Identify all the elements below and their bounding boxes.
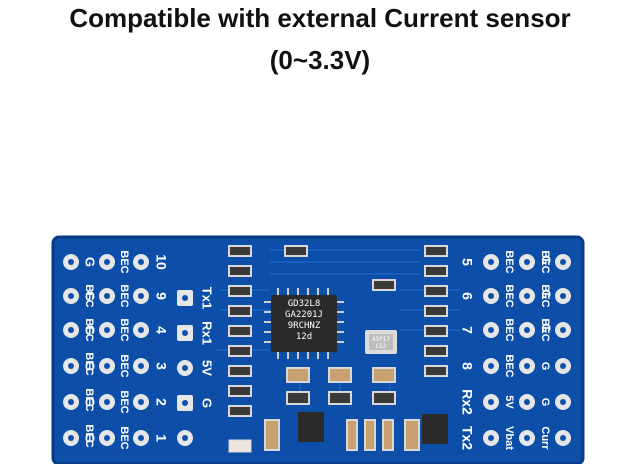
headline-line-1: Compatible with external Current sensor [69,3,571,33]
silkscreen-left-g-3: G [83,361,98,371]
silkscreen-left-bec2-0: BEC [83,284,95,307]
middle-square-pads [177,290,193,446]
pad-column-2 [99,254,115,446]
smd-resistors-right [372,245,448,377]
pad-column-3 [133,254,149,446]
mcu-chip-text-3: 12d [296,332,312,342]
silkscreen-left-bec2-3: BEC [83,388,95,411]
mcu-chip-text-2: 9RCHNZ [288,321,321,331]
silkscreen-right-col-b-0: BEC [539,250,551,273]
silkscreen-left-bec2-1: BEC [83,318,95,341]
silkscreen-right-col-a-4: 5V [503,395,515,409]
smd-resistors-left [228,245,308,453]
right-pad-column-2 [519,254,535,446]
mcu-chip-text-1: GA2201J [285,310,323,320]
silkscreen-left-channels-3: 3 [153,362,169,370]
silkscreen-left-bec2: BEC BEC BEC BEC BEC [83,284,95,447]
silkscreen-left-g-5: G [83,433,98,443]
silkscreen-left-g: G G G G G G [83,257,98,443]
silkscreen-right-col-a-0: BEC [503,250,515,273]
silkscreen-left-g-1: G [83,291,98,301]
sot-transistors [298,412,448,444]
silkscreen-left-channels-5: 1 [153,434,169,442]
mcu-chip [264,288,344,359]
silkscreen-right-col-c-0: G [539,255,553,264]
silkscreen-left-bec1-3: BEC [118,354,130,377]
silkscreen-left-g-0: G [83,257,98,267]
silkscreen-right-col-b-4: G [539,398,551,407]
small-sensor-chip [365,330,397,354]
smd-capacitors [264,367,420,451]
silkscreen-right-col-b-2: BEC [539,318,551,341]
silkscreen-right-col-b-1: BEC [539,284,551,307]
silkscreen-right-col-a-3: BEC [503,354,515,377]
silkscreen-right-col-c: G G G [539,255,553,332]
silkscreen-left-channels-1: 9 [153,292,169,300]
silkscreen-mid-label-3: G [200,398,215,408]
small-chip-text-1: C52 [376,343,387,350]
silkscreen-right-col-a-1: BEC [503,284,515,307]
mcu-chip-text-0: GD32L8 [288,299,321,309]
silkscreen-left-bec1-4: BEC [118,390,130,413]
right-pad-columns [483,254,571,446]
silkscreen-right-channels-3: 8 [459,362,475,370]
pad-column-1 [63,254,79,446]
silkscreen-mid-label-0: Tx1 [200,287,215,309]
small-chip-text-0: A5P17 [372,336,390,343]
silkscreen-left-bec2-2: BEC [83,352,95,375]
silkscreen-left-bec1-2: BEC [118,318,130,341]
headline-line-2: (0~3.3V) [269,45,371,75]
silkscreen-right-col-b-5: Curr [539,426,551,450]
silkscreen-right-col-a-5: Vbat [503,426,515,450]
silkscreen-mid-label-2: 5V [200,360,215,376]
silkscreen-left-channels-2: 4 [153,326,169,334]
silkscreen-left-channels: 10 9 4 3 2 1 [153,254,169,442]
silkscreen-right-col-c-2: G [539,323,553,332]
silkscreen-left-g-2: G [83,325,98,335]
silkscreen-right-channels-2: 7 [459,326,475,334]
silkscreen-left-bec1-1: BEC [118,284,130,307]
silkscreen-mid-label-1: Rx1 [200,321,215,345]
silkscreen-right-channels-4: Rx2 [459,389,475,415]
silkscreen-left-bec2-4: BEC [83,424,95,447]
silkscreen-right-channels-0: 5 [459,258,475,266]
silkscreen-right-channels-5: Tx2 [459,426,475,450]
silkscreen-right-col-c-1: G [539,289,553,298]
silkscreen-left-channels-0: 10 [153,254,169,270]
right-pad-column-3 [555,254,571,446]
silkscreen-left-bec1-0: BEC [118,250,130,273]
left-pad-columns [63,254,149,446]
right-pad-column-1 [483,254,499,446]
silkscreen-left-channels-4: 2 [153,398,169,406]
silkscreen-right-channels-1: 6 [459,292,475,300]
silkscreen-right-col-a: BEC BEC BEC BEC 5V Vbat [503,250,515,450]
silkscreen-right-col-b-3: G [539,362,551,371]
silkscreen-left-g-4: G [83,397,98,407]
silkscreen-left-bec1-5: BEC [118,426,130,449]
silkscreen-right-col-a-2: BEC [503,318,515,341]
silkscreen-left-bec1: BEC BEC BEC BEC BEC BEC [118,250,130,449]
